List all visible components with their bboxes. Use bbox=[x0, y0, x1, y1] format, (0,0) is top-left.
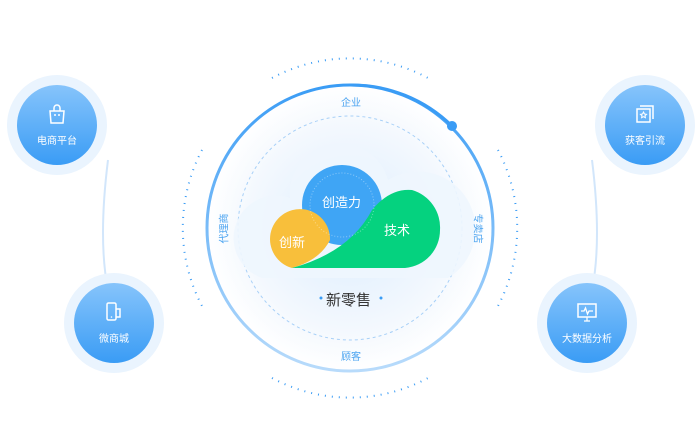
shopping-bag-icon bbox=[49, 104, 65, 124]
mobile-devices-icon bbox=[106, 302, 121, 321]
cloud-label-creativity: 创造力 bbox=[322, 196, 362, 211]
node-label: 获客引流 bbox=[625, 136, 665, 147]
ring-label-agent: 代理商 bbox=[219, 213, 231, 244]
monitor-pulse-icon bbox=[577, 303, 597, 322]
node-label: 电商平台 bbox=[37, 136, 77, 147]
node-customer-acquisition[interactable]: 获客引流 bbox=[595, 75, 695, 175]
ring-marker-dot bbox=[447, 121, 457, 131]
dotted-arc-top bbox=[271, 57, 429, 79]
ring-label-store: 专卖店 bbox=[471, 213, 483, 244]
center-title: 新零售 bbox=[326, 291, 372, 309]
cloud-label-innovation: 创新 bbox=[279, 236, 306, 251]
cloud-yellow-shape bbox=[270, 209, 331, 268]
cloud-green-shape bbox=[292, 189, 441, 268]
dotted-arc-right bbox=[497, 149, 519, 307]
node-big-data-analysis[interactable]: 大数据分析 bbox=[537, 273, 637, 373]
node-ecommerce-platform[interactable]: 电商平台 bbox=[7, 75, 107, 175]
right-connector bbox=[591, 159, 598, 291]
dotted-arc-bottom bbox=[271, 377, 429, 399]
ring-label-customer: 顾客 bbox=[341, 352, 361, 363]
node-label: 大数据分析 bbox=[562, 334, 612, 345]
dotted-arc-left bbox=[181, 149, 203, 307]
star-cards-icon bbox=[636, 105, 654, 123]
cloud-label-technology: 技术 bbox=[384, 224, 411, 239]
node-micro-mall[interactable]: 微商城 bbox=[64, 273, 164, 373]
node-label: 微商城 bbox=[99, 334, 129, 345]
left-connector bbox=[102, 159, 109, 291]
ring-label-enterprise: 企业 bbox=[341, 98, 361, 109]
